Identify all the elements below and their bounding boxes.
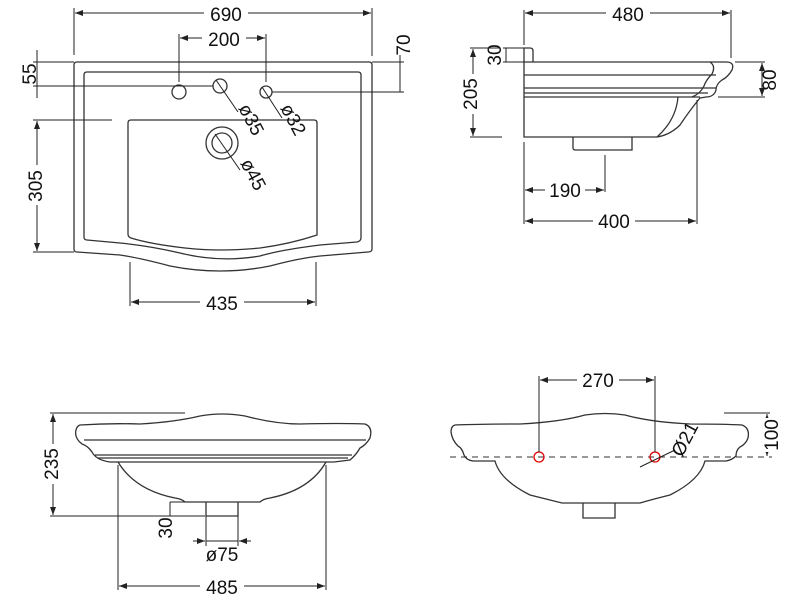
dim-overflow-dia: ø32 bbox=[276, 100, 310, 139]
inner-rim bbox=[83, 71, 362, 260]
dim-hole-height: 100 bbox=[762, 419, 783, 451]
dim-rim-height: 80 bbox=[760, 69, 781, 90]
side-profile bbox=[523, 61, 734, 138]
dim-hole-spacing: 270 bbox=[582, 371, 614, 392]
dim-tap-hole-dia: ø35 bbox=[234, 100, 268, 139]
waste-outer bbox=[205, 126, 239, 160]
dim-bowl-width: 485 bbox=[206, 578, 238, 599]
overflow-hole-32 bbox=[259, 85, 273, 99]
tap-hole bbox=[171, 84, 187, 100]
dim-rear-offset: 70 bbox=[394, 34, 415, 55]
bracket-view: 270 100 Ø21 bbox=[450, 369, 783, 519]
front-bowl bbox=[117, 461, 327, 503]
waste-inner bbox=[211, 132, 233, 154]
dim-upstand: 30 bbox=[485, 44, 506, 65]
basin-outline bbox=[73, 61, 373, 272]
bowl-outline bbox=[127, 119, 318, 251]
dim-front-width: 435 bbox=[206, 294, 238, 315]
top-view: 690 200 55 70 305 435 ø35 ø32 ø45 bbox=[20, 2, 415, 315]
dim-overall-width: 690 bbox=[210, 5, 242, 26]
dim-tap-offset: 55 bbox=[20, 63, 41, 84]
dim-height: 205 bbox=[461, 78, 482, 110]
front-view: 235 30 ø75 485 bbox=[42, 412, 372, 599]
front-waste bbox=[205, 502, 239, 517]
front-profile bbox=[74, 413, 372, 463]
upstand bbox=[523, 47, 534, 62]
dim-waste-dia: ø45 bbox=[236, 155, 270, 194]
dim-depth: 305 bbox=[26, 170, 47, 202]
rear-profile bbox=[450, 412, 750, 504]
side-view: 480 30 205 80 190 400 bbox=[461, 2, 781, 233]
dim-tap-spacing: 200 bbox=[208, 30, 240, 51]
dim-front-height: 235 bbox=[42, 448, 63, 480]
waste-outlet bbox=[572, 137, 633, 151]
dim-overall-depth: 480 bbox=[612, 5, 644, 26]
dim-waste-dia: ø75 bbox=[206, 545, 239, 566]
rear-waste bbox=[582, 503, 616, 519]
dim-bowl-depth: 400 bbox=[598, 212, 630, 233]
dim-waste-position: 190 bbox=[549, 181, 581, 202]
dim-hole-dia: Ø21 bbox=[668, 419, 703, 461]
dim-waste-height: 30 bbox=[156, 517, 177, 538]
